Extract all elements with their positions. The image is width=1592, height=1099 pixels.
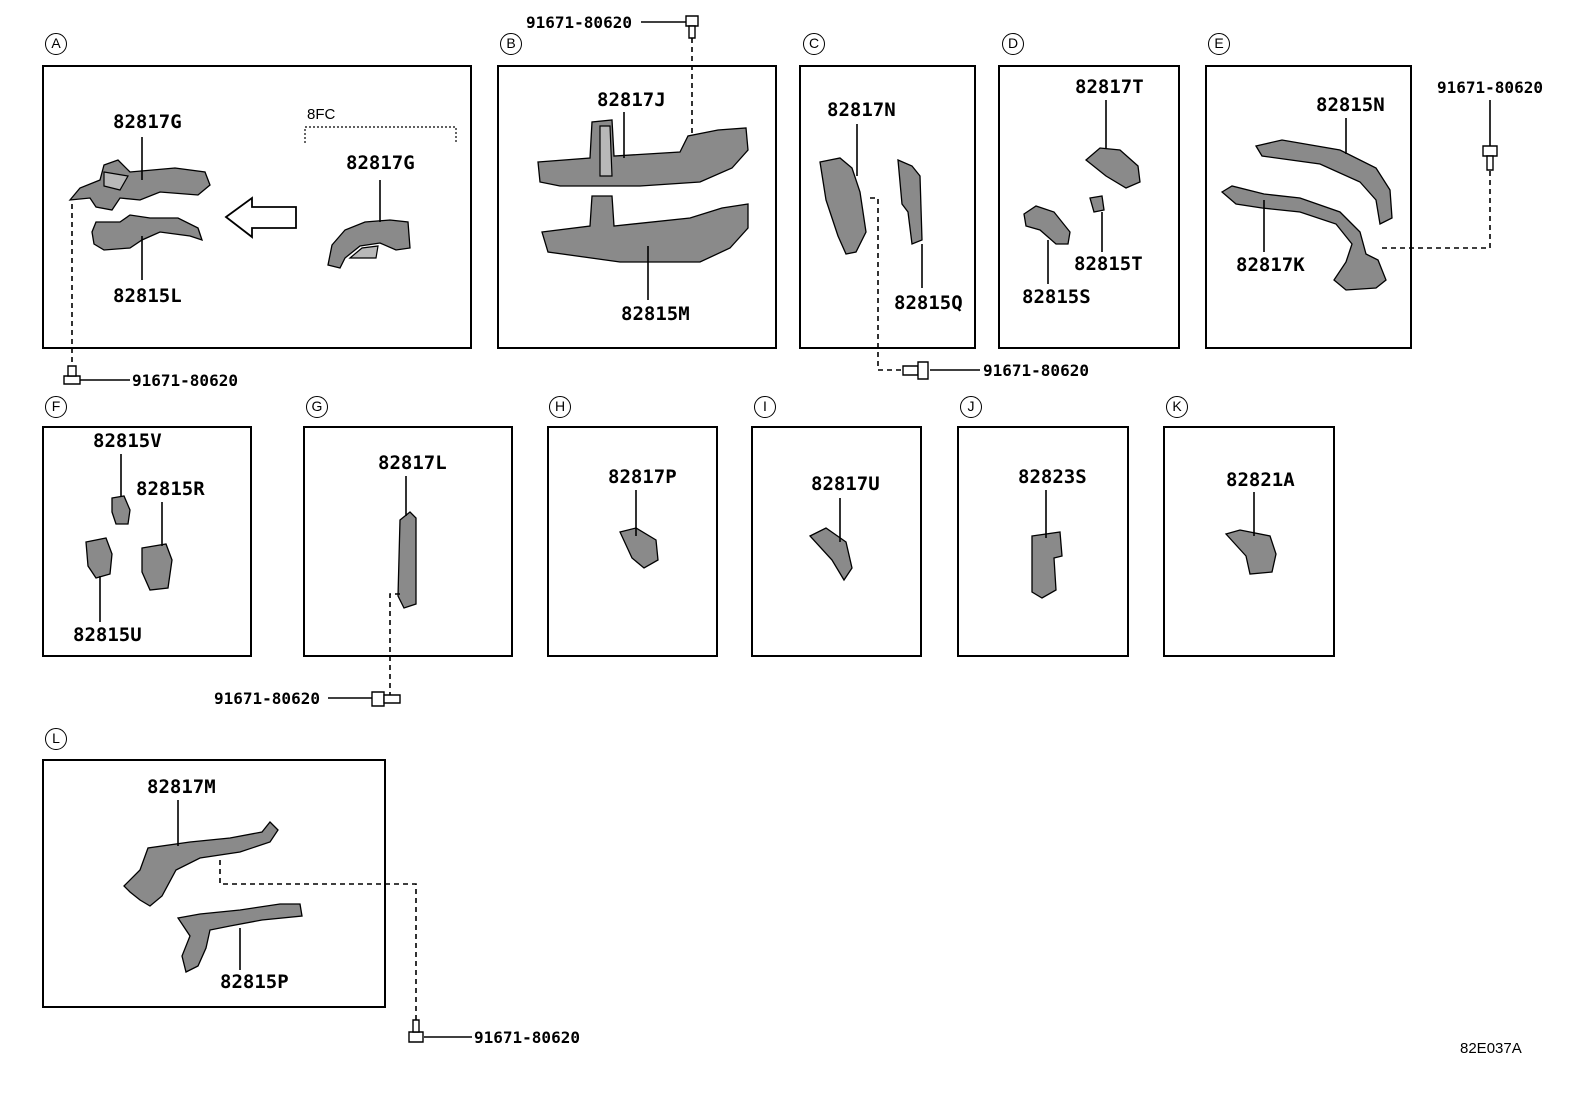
label-82817p: 82817P xyxy=(608,466,677,488)
part-82817n-shape xyxy=(819,157,867,255)
section-b-marker: B xyxy=(500,33,522,55)
section-b-panel xyxy=(497,65,777,349)
part-82815u-shape xyxy=(85,537,113,579)
label-82815v: 82815V xyxy=(93,430,162,452)
part-82817k-shape xyxy=(1220,185,1387,291)
label-bolt-g: 91671-80620 xyxy=(214,689,320,708)
part-82817j-shape xyxy=(537,119,749,187)
label-82815t: 82815T xyxy=(1074,253,1143,275)
part-82815n-shape xyxy=(1254,139,1393,225)
part-82817p-shape xyxy=(619,527,659,569)
bolt-e-shape xyxy=(1482,145,1498,171)
part-82817g-variant-shape xyxy=(327,219,411,269)
label-82817n: 82817N xyxy=(827,99,896,121)
section-d-panel xyxy=(998,65,1180,349)
direction-arrow xyxy=(224,196,297,239)
section-g-marker: G xyxy=(306,396,328,418)
part-82815t-shape xyxy=(1089,195,1105,213)
section-k-marker: K xyxy=(1166,396,1188,418)
label-82817g-variant: 82817G xyxy=(346,152,415,174)
part-82817u-shape xyxy=(808,527,853,582)
part-82815r-shape xyxy=(141,543,173,591)
section-e-marker: E xyxy=(1208,33,1230,55)
section-f-marker: F xyxy=(45,396,67,418)
part-82815l-shape xyxy=(91,214,204,251)
label-82815n: 82815N xyxy=(1316,94,1385,116)
label-82815q: 82815Q xyxy=(894,292,963,314)
label-bolt-l: 91671-80620 xyxy=(474,1028,580,1047)
bolt-c-shape xyxy=(902,361,929,380)
label-8fc: 8FC xyxy=(307,106,336,123)
part-82815m-shape xyxy=(541,195,749,263)
part-82817g-shape xyxy=(68,159,211,211)
label-82817t: 82817T xyxy=(1075,76,1144,98)
label-82823s: 82823S xyxy=(1018,466,1087,488)
label-82817k: 82817K xyxy=(1236,254,1305,276)
label-82815u: 82815U xyxy=(73,624,142,646)
label-82815p: 82815P xyxy=(220,971,289,993)
label-82815s: 82815S xyxy=(1022,286,1091,308)
bolt-g-shape xyxy=(371,691,401,707)
label-82815l: 82815L xyxy=(113,285,182,307)
label-bolt-b: 91671-80620 xyxy=(526,13,632,32)
section-i-marker: I xyxy=(754,396,776,418)
part-82815q-shape xyxy=(897,158,923,245)
section-e-panel xyxy=(1205,65,1412,349)
section-j-marker: J xyxy=(960,396,982,418)
section-a-panel xyxy=(42,65,472,349)
label-bolt-c: 91671-80620 xyxy=(983,361,1089,380)
section-i-panel xyxy=(751,426,922,657)
section-h-panel xyxy=(547,426,718,657)
label-82817l: 82817L xyxy=(378,452,447,474)
diagram-code: 82E037A xyxy=(1460,1040,1522,1057)
section-j-panel xyxy=(957,426,1129,657)
bolt-b-shape xyxy=(685,15,699,39)
part-82815p-shape xyxy=(176,903,303,973)
label-82817j: 82817J xyxy=(597,89,666,111)
section-a-marker: A xyxy=(45,33,67,55)
label-82821a: 82821A xyxy=(1226,469,1295,491)
part-82821a-shape xyxy=(1224,529,1277,575)
section-c-marker: C xyxy=(803,33,825,55)
part-82817l-shape xyxy=(397,511,417,609)
label-bolt-a: 91671-80620 xyxy=(132,371,238,390)
bolt-l-shape xyxy=(408,1019,424,1043)
section-k-panel xyxy=(1163,426,1335,657)
part-82815s-shape xyxy=(1023,205,1071,245)
label-82817m: 82817M xyxy=(147,776,216,798)
part-82815v-shape xyxy=(111,495,131,525)
section-h-marker: H xyxy=(549,396,571,418)
bolt-a-shape xyxy=(63,365,81,385)
part-82823s-shape xyxy=(1031,531,1063,599)
part-82817m-shape xyxy=(123,821,279,907)
section-l-marker: L xyxy=(45,728,67,750)
label-82815m: 82815M xyxy=(621,303,690,325)
label-82815r: 82815R xyxy=(136,478,205,500)
section-d-marker: D xyxy=(1002,33,1024,55)
label-bolt-e: 91671-80620 xyxy=(1437,78,1543,97)
section-g-panel xyxy=(303,426,513,657)
section-f-panel xyxy=(42,426,252,657)
section-c-panel xyxy=(799,65,976,349)
label-82817g: 82817G xyxy=(113,111,182,133)
label-82817u: 82817U xyxy=(811,473,880,495)
part-82817t-shape xyxy=(1084,147,1141,189)
